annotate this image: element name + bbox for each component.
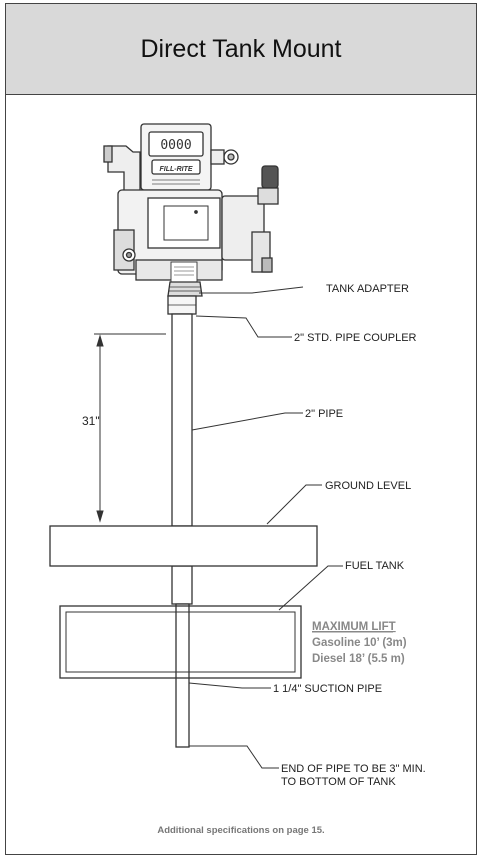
label-end-of-pipe-1: END OF PIPE TO BE 3" MIN.	[281, 763, 426, 775]
dimension-31-inch	[94, 333, 166, 523]
two-inch-pipe-tank-section	[171, 565, 193, 605]
footer-note: Additional specifications on page 15.	[157, 825, 324, 836]
label-pipe: 2" PIPE	[305, 408, 343, 420]
max-lift-diesel: Diesel 18’ (5.5 m)	[312, 653, 405, 665]
header-bar: Direct Tank Mount	[6, 4, 476, 95]
label-pipe-coupler: 2" STD. PIPE COUPLER	[294, 332, 417, 344]
dimension-label: 31"	[82, 414, 100, 428]
ground-level-slab	[49, 525, 318, 567]
max-lift-gasoline: Gasoline 10’ (3m)	[312, 637, 407, 649]
meter-display-digits: 0000	[160, 138, 191, 153]
max-lift-title: MAXIMUM LIFT	[312, 621, 396, 633]
two-inch-pipe	[171, 313, 193, 527]
meter-display	[148, 131, 204, 157]
meter-brand-text: FILL-RITE	[159, 166, 192, 173]
meter-brand-plate	[151, 159, 201, 175]
label-ground-level: GROUND LEVEL	[325, 480, 411, 492]
switch-lever-icon	[261, 165, 279, 189]
suction-pipe	[175, 603, 190, 748]
label-tank-adapter: TANK ADAPTER	[326, 283, 409, 295]
label-end-of-pipe-2: TO BOTTOM OF TANK	[281, 776, 396, 788]
page-frame: Direct Tank Mount	[5, 3, 477, 855]
warning-tag	[170, 261, 198, 283]
label-fuel-tank: FUEL TANK	[345, 560, 405, 572]
pump-assembly	[103, 123, 279, 315]
tank-adapter	[167, 281, 203, 297]
label-suction-pipe: 1 1/4" SUCTION PIPE	[273, 683, 382, 695]
page-title: Direct Tank Mount	[140, 34, 342, 63]
fuel-tank	[59, 605, 302, 679]
leader-lines	[188, 286, 343, 769]
